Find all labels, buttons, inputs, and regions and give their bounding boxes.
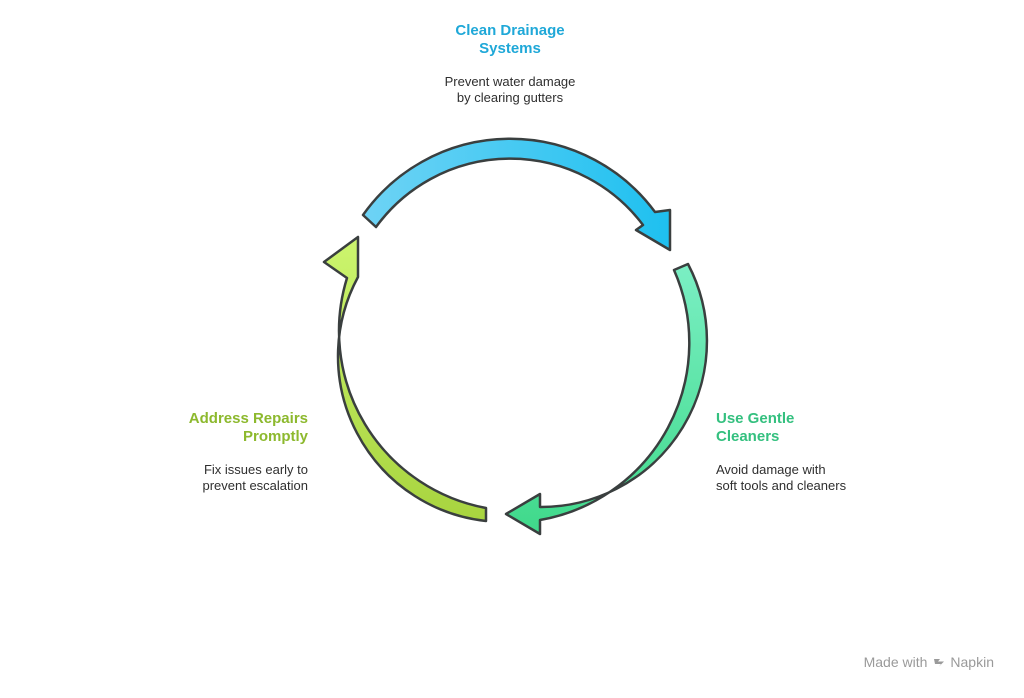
cycle-arrow-top: [361, 137, 672, 252]
stage-desc-line: Prevent water damage: [444, 74, 576, 89]
stage-desc-line: Fix issues early to: [203, 462, 308, 477]
stage-address-repairs: Address Repairs Promptly Fix issues earl…: [118, 410, 308, 494]
napkin-logo-icon: [934, 658, 945, 666]
cycle-arrow-left: [322, 235, 488, 523]
stage-description: Prevent water damage by clearing gutters: [390, 74, 630, 106]
stage-gentle-cleaners: Use Gentle Cleaners Avoid damage with so…: [716, 410, 936, 494]
stage-description: Fix issues early to prevent escalation: [118, 462, 308, 494]
stage-title: Clean Drainage Systems: [390, 22, 630, 58]
stage-title: Address Repairs Promptly: [118, 410, 308, 446]
stage-desc-line: Avoid damage with: [716, 462, 826, 477]
napkin-brand-label: Napkin: [950, 654, 994, 670]
stage-title-line: Promptly: [242, 428, 308, 445]
stage-title-line: Use Gentle: [716, 410, 795, 427]
made-with-napkin-credit[interactable]: Made with Napkin: [864, 654, 994, 670]
stage-desc-line: soft tools and cleaners: [716, 478, 847, 493]
stage-description: Avoid damage with soft tools and cleaner…: [716, 462, 936, 494]
stage-desc-line: by clearing gutters: [456, 90, 564, 105]
cycle-arrow-right: [504, 262, 709, 536]
stage-clean-drainage: Clean Drainage Systems Prevent water dam…: [390, 22, 630, 106]
stage-title-line: Address Repairs: [188, 410, 308, 427]
stage-title: Use Gentle Cleaners: [716, 410, 936, 446]
stage-title-line: Cleaners: [716, 428, 780, 445]
made-with-label: Made with: [863, 654, 928, 670]
stage-desc-line: prevent escalation: [202, 478, 308, 493]
stage-title-line: Clean Drainage: [455, 22, 565, 39]
stage-title-line: Systems: [479, 40, 541, 57]
